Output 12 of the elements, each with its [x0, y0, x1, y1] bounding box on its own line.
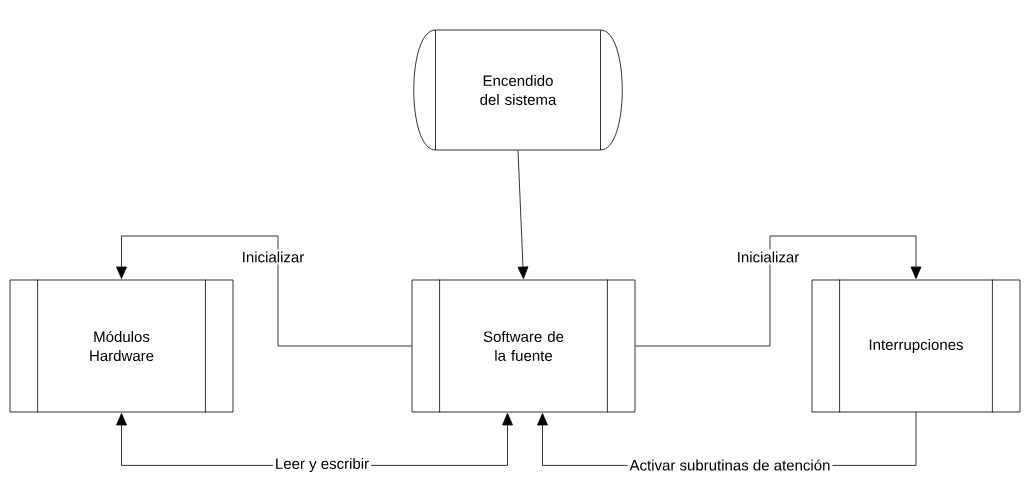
arrow — [116, 413, 513, 466]
edge-label: Activar subrutinas de atención — [627, 457, 833, 473]
edge-label: Leer y escribir — [272, 456, 372, 474]
edge-label: Inicializar — [239, 249, 307, 265]
process-box: Software de la fuente — [411, 279, 636, 413]
arrow — [517, 150, 529, 279]
arrow — [116, 235, 412, 347]
storage-shape: Encendido del sistema — [413, 29, 623, 151]
edge-label: Inicializar — [734, 249, 802, 265]
arrow — [635, 235, 922, 347]
process-box: Interrupciones — [811, 279, 1021, 413]
process-box: Módulos Hardware — [9, 279, 234, 413]
